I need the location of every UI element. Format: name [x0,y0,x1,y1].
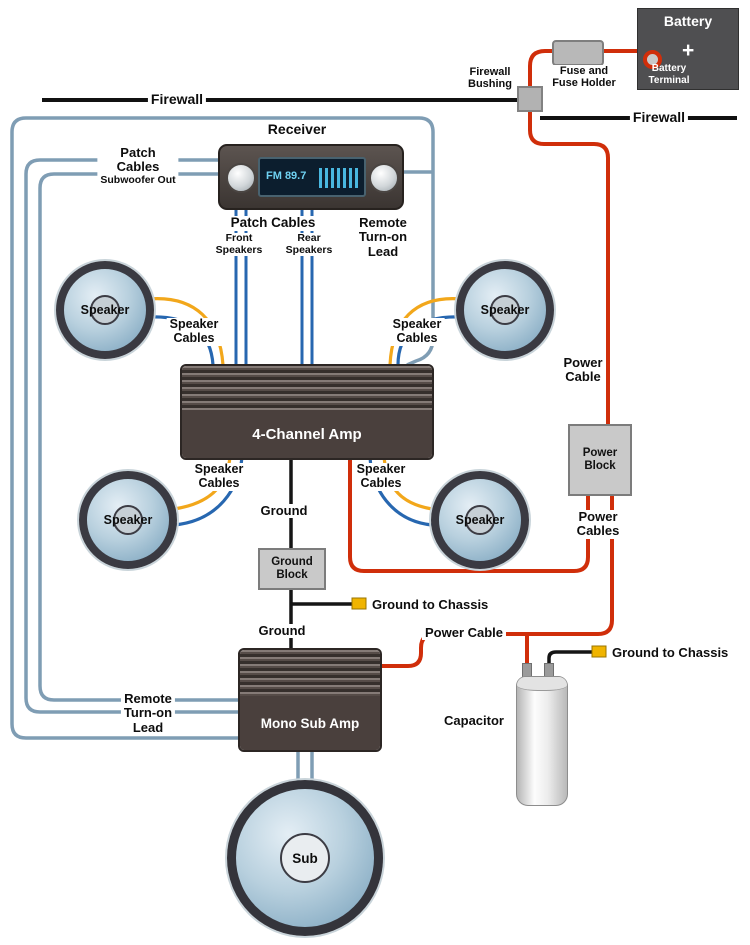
sub-label: Sub [292,850,318,866]
signal-wires [10,116,435,784]
front-speakers-label: Front Speakers [212,232,266,257]
ring-terminal-icon [643,50,662,69]
mono-sub-amp-label: Mono Sub Amp [260,715,360,731]
amp-body: Mono Sub Amp [240,696,380,750]
fuse-holder-label: Fuse and Fuse Holder [549,65,619,90]
speaker-cone-icon [90,295,120,325]
mono-sub-amp: Mono Sub Amp [238,648,382,752]
firewall-bushing [517,86,543,112]
firewall-bushing-label: Firewall Bushing [465,66,515,91]
power-cable-label-mid: Power Cable [421,625,507,641]
patch-cable-subwoofer-1 [24,158,240,714]
speaker-front-left: Speaker [56,261,154,359]
subwoofer: Sub [227,780,383,936]
speaker-rear-right: Speaker [431,471,529,569]
remote-turn-on-label-bottom: Remote Turn-on Lead [120,691,176,735]
remote-turn-on-lead-wire [10,116,435,740]
chassis-terminals [351,597,607,658]
remote-turn-on-label-top: Remote Turn-on Lead [358,215,408,259]
firewall-label-left: Firewall [147,91,207,108]
capacitor-ground-wire [547,650,592,666]
chassis-terminal-icon-right [591,645,607,658]
frequency-readout: FM 89.7 [266,170,307,182]
ground-to-chassis-label-right: Ground to Chassis [612,645,729,660]
chassis-terminal-icon-mid [351,597,367,610]
speaker-cone-icon [465,505,495,535]
amp-heatsink-fins [182,366,432,410]
four-channel-amp: 4-Channel Amp [180,364,434,460]
sub-cone-icon [280,833,330,883]
speaker-label: Speaker [480,303,530,317]
battery-title: Battery [663,13,713,29]
speaker-front-right: Speaker [456,261,554,359]
speaker-label: Speaker [103,513,153,527]
firewall-label-right: Firewall [629,109,689,126]
speaker-wire-fl-pos [147,297,225,366]
speaker-cables-label-fl: Speaker Cables [166,317,222,346]
power-cables-label: Power Cables [573,509,623,539]
speaker-label: Speaker [455,513,505,527]
amp-body: 4-Channel Amp [182,410,432,458]
receiver-display: FM 89.7 [258,157,366,197]
speaker-cables-label-rl: Speaker Cables [191,462,247,491]
power-block: Power Block [568,424,632,496]
tuning-knob-icon [369,163,399,193]
battery-plus-sign: + [682,39,695,62]
fuse-holder [552,40,604,66]
ground-block: Ground Block [258,548,326,590]
patch-cables-subwoofer-label: Patch Cables Subwoofer Out [97,145,179,187]
speaker-rear-left: Speaker [79,471,177,569]
capacitor-top [517,677,567,691]
ground-label-top: Ground [257,503,311,519]
receiver-unit: FM 89.7 [218,144,404,210]
battery-box: Battery + Battery Terminal [637,8,739,90]
speaker-cables-label-fr: Speaker Cables [389,317,445,346]
speaker-wire-fr-pos [388,297,463,366]
volume-knob-icon [226,163,256,193]
spectrum-bars-icon [319,168,359,188]
patch-wires [234,205,314,366]
power-cable-main [528,49,650,426]
ground-to-chassis-label-mid: Ground to Chassis [372,597,489,612]
battery-terminal-label: Battery Terminal [648,63,690,86]
capacitor-body [516,676,568,806]
speaker-label: Speaker [80,303,130,317]
power-cable-to-4ch-amp [348,455,590,573]
patch-cables-bottom-title: Patch Cables [227,215,319,231]
amp-heatsink-fins [240,650,380,696]
receiver-title: Receiver [267,121,327,137]
speaker-cone-icon [490,295,520,325]
four-channel-amp-label: 4-Channel Amp [252,425,362,443]
ground-label-bottom: Ground [255,623,309,639]
speaker-cone-icon [113,505,143,535]
ground-wires [289,455,592,666]
patch-cable-subwoofer-2 [38,172,240,702]
power-cable-label-right: Power Cable [563,355,603,385]
capacitor-label: Capacitor [444,713,504,728]
rear-speakers-label: Rear Speakers [282,232,336,257]
speaker-cables-label-rr: Speaker Cables [353,462,409,491]
